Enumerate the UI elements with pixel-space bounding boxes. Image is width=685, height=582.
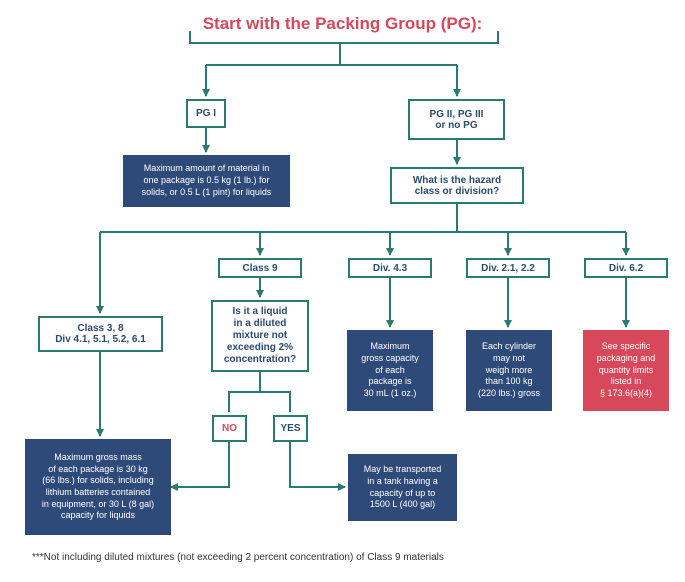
flowchart-title: Start with the Packing Group (PG): <box>202 14 483 33</box>
no-to-result <box>170 442 230 491</box>
div62-box: Div. 6.2 <box>584 258 668 278</box>
title-bracket <box>189 31 499 44</box>
yes-to-result <box>289 442 346 491</box>
pg1-result-box: Maximum amount of material in one packag… <box>123 155 290 207</box>
footnote: ***Not including diluted mixtures (not e… <box>32 552 444 563</box>
div21-box: Div. 2.1, 2.2 <box>466 258 550 278</box>
div21-result-box: Each cylinder may not weigh more than 10… <box>466 330 552 411</box>
class9-question-box: Is it a liquid in a diluted mixture not … <box>211 300 309 372</box>
yes-result-box: May be transported in a tank having a ca… <box>348 454 457 521</box>
yes-box: YES <box>273 415 308 442</box>
pg1-box: PG I <box>186 99 226 128</box>
class9-box: Class 9 <box>218 258 302 278</box>
question-to-yesno <box>228 372 261 412</box>
pg2-box: PG II, PG III or no PG <box>408 99 505 140</box>
class3-result-box: Maximum gross mass of each package is 30… <box>25 439 171 535</box>
question-to-yes <box>260 391 291 412</box>
div43-box: Div. 4.3 <box>348 258 432 278</box>
no-box: NO <box>212 415 247 442</box>
class3-box: Class 3, 8 Div 4.1, 5.1, 5.2, 6.1 <box>38 316 163 352</box>
div62-result-box: See specific packaging and quantity limi… <box>583 330 669 411</box>
hazard-question-box: What is the hazard class or division? <box>390 167 524 204</box>
div43-result-box: Maximum gross capacity of each package i… <box>347 330 433 411</box>
